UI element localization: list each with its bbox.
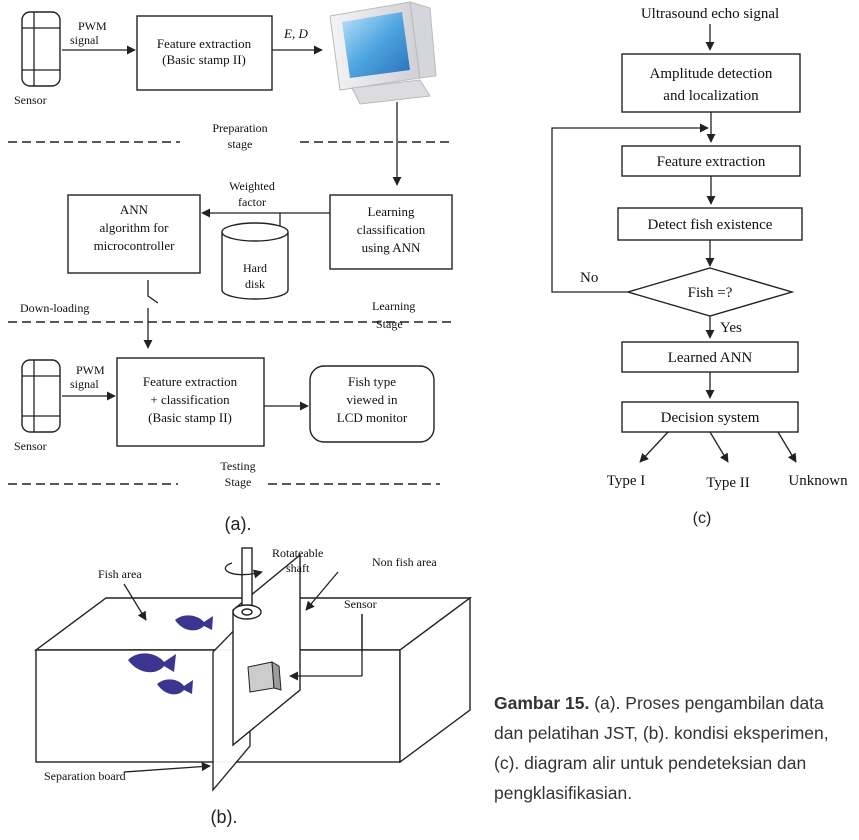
feature-box-line1: Feature extraction bbox=[157, 36, 252, 51]
panel-c: Ultrasound echo signal Amplitude detecti… bbox=[551, 6, 848, 527]
amplitude-line1: Amplitude detection bbox=[650, 66, 773, 82]
testing-label-2: Stage bbox=[225, 475, 252, 489]
learning-stage-1: Learning bbox=[372, 299, 415, 313]
weighted-label-2: factor bbox=[238, 195, 266, 209]
ann-line2: algorithm for bbox=[100, 220, 170, 235]
panel-a: Sensor PWM signal Feature extraction (Ba… bbox=[8, 1, 453, 534]
ed-label: E, D bbox=[283, 26, 308, 41]
input-label: Ultrasound echo signal bbox=[641, 6, 779, 22]
learned-ann-box bbox=[621, 341, 799, 373]
testing-label-1: Testing bbox=[220, 459, 255, 473]
shaft-label-1: Rotateable bbox=[272, 546, 323, 560]
non-fish-label: Non fish area bbox=[372, 555, 437, 569]
fish-type-line2: viewed in bbox=[347, 392, 398, 407]
pwm-label-1: PWM bbox=[78, 19, 107, 33]
amplitude-line2: and localization bbox=[663, 88, 759, 104]
unknown-label: Unknown bbox=[788, 473, 848, 489]
detect-box bbox=[617, 207, 803, 241]
pwm-bottom-2: signal bbox=[70, 377, 99, 391]
learned-label: Learned ANN bbox=[668, 350, 753, 366]
learning-line3: using ANN bbox=[362, 240, 421, 255]
decision-system-label: Decision system bbox=[661, 410, 760, 426]
type1-label: Type I bbox=[607, 473, 646, 489]
feature-classification-box bbox=[116, 357, 265, 447]
learning-stage-2: Stage bbox=[376, 317, 403, 331]
sensor-cube bbox=[247, 661, 282, 693]
sensor-icon bbox=[21, 11, 61, 87]
monitor-icon bbox=[329, 1, 437, 105]
type2-label: Type II bbox=[706, 475, 750, 491]
fc-line1: Feature extraction bbox=[143, 374, 238, 389]
shaft bbox=[241, 547, 253, 611]
downloading-label: Down-loading bbox=[20, 301, 89, 315]
sensor-b-label: Sensor bbox=[344, 597, 377, 611]
fish-icon bbox=[128, 615, 213, 695]
learning-line2: classification bbox=[357, 222, 426, 237]
shaft-label-2: shaft bbox=[286, 561, 310, 575]
panel-b-label: (b). bbox=[211, 807, 238, 827]
weighted-label-1: Weighted bbox=[229, 179, 275, 193]
sensor-label: Sensor bbox=[14, 93, 47, 107]
caption-text: (a). Proses pengambilan data dan pelatih… bbox=[494, 693, 829, 803]
panel-c-label: (c) bbox=[693, 510, 712, 527]
feature-box-line2: (Basic stamp II) bbox=[162, 52, 246, 67]
hard-disk-icon bbox=[221, 222, 289, 300]
fish-type-line3: LCD monitor bbox=[337, 410, 408, 425]
feature-c-label: Feature extraction bbox=[657, 154, 766, 170]
caption-bold: Gambar 15. bbox=[494, 693, 590, 713]
fish-area-label: Fish area bbox=[98, 567, 142, 581]
learning-box bbox=[329, 194, 453, 270]
hard-disk-line2: disk bbox=[245, 277, 265, 291]
panel-b: Fish area Rotateable shaft Non fish area… bbox=[33, 546, 473, 827]
no-label: No bbox=[580, 270, 598, 286]
feature-extraction-c-box bbox=[621, 145, 801, 177]
hard-disk-line1: Hard bbox=[243, 261, 267, 275]
yes-label: Yes bbox=[720, 320, 742, 336]
pwm-bottom-1: PWM bbox=[76, 363, 105, 377]
preparation-label-2: stage bbox=[228, 137, 253, 151]
decision-label: Fish =? bbox=[688, 285, 733, 301]
pwm-label-2: signal bbox=[70, 33, 99, 47]
ann-box bbox=[67, 194, 201, 274]
figure-caption: Gambar 15. (a). Proses pengambilan data … bbox=[494, 688, 854, 808]
preparation-label-1: Preparation bbox=[212, 121, 267, 135]
decision-system-box bbox=[621, 401, 799, 433]
sensor-icon-bottom bbox=[21, 359, 61, 433]
fc-line3: (Basic stamp II) bbox=[148, 410, 232, 425]
separation-label: Separation board bbox=[44, 769, 126, 783]
ann-line3: microcontroller bbox=[94, 238, 176, 253]
detect-label: Detect fish existence bbox=[648, 217, 773, 233]
ann-line1: ANN bbox=[120, 202, 149, 217]
learning-line1: Learning bbox=[368, 204, 415, 219]
fc-line2: + classification bbox=[150, 392, 230, 407]
panel-a-label: (a). bbox=[225, 514, 252, 534]
fish-type-box bbox=[309, 365, 435, 443]
sensor-bottom-label: Sensor bbox=[14, 439, 47, 453]
tank-side-face bbox=[399, 596, 471, 764]
feature-extraction-box bbox=[136, 15, 273, 91]
fish-type-line1: Fish type bbox=[348, 374, 396, 389]
